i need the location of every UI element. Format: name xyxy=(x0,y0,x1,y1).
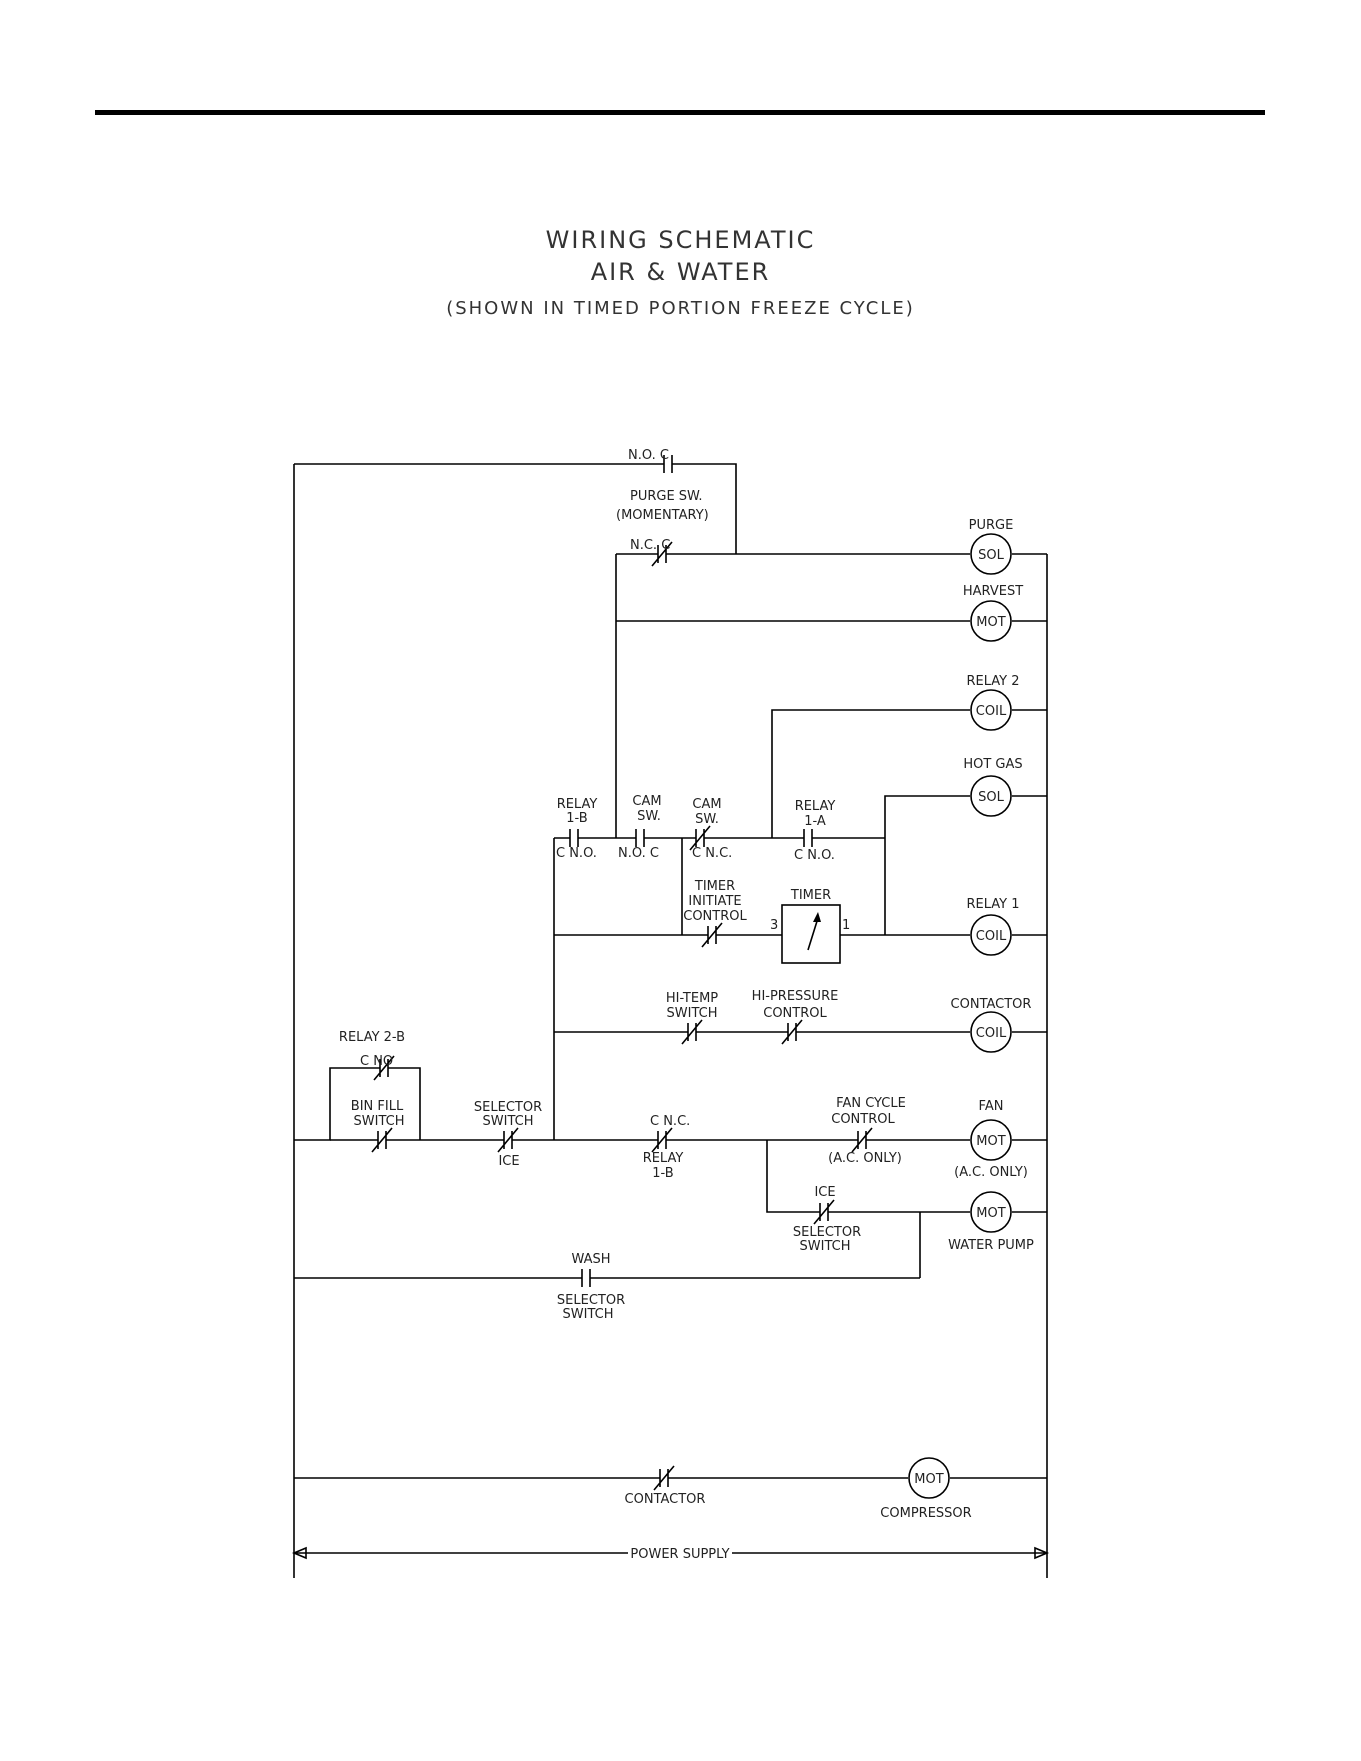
lbl-purge-sw: PURGE SW. xyxy=(630,489,703,504)
sym-relay1: COIL xyxy=(976,929,1007,944)
sym-compressor: MOT xyxy=(914,1472,943,1487)
lbl-cam-sw2: CAM xyxy=(692,797,721,812)
lbl-power-supply: POWER SUPPLY xyxy=(630,1547,729,1562)
lbl-sel-sw2: SWITCH xyxy=(483,1114,534,1129)
lbl-cam-sw1-contacts: N.O. C xyxy=(618,846,659,861)
lbl-nc-c: N.C. C xyxy=(630,538,670,553)
lbl-hot-gas: HOT GAS xyxy=(963,757,1022,772)
fan-mot-icon xyxy=(970,1119,1012,1161)
lbl-fan-cycle1: FAN CYCLE xyxy=(836,1096,906,1111)
sym-hotgas: SOL xyxy=(978,790,1004,805)
labels: N.O. C PURGE SW. (MOMENTARY) N.C. C PURG… xyxy=(339,448,1034,1562)
lbl-ice-sel2: SELECTOR xyxy=(793,1225,861,1240)
lbl-wash2: SELECTOR xyxy=(557,1293,625,1308)
lbl-relay1b-contacts: C N.O. xyxy=(556,846,597,861)
schematic-note: (SHOWN IN TIMED PORTION FREEZE CYCLE) xyxy=(446,298,915,319)
sym-waterpump: MOT xyxy=(976,1206,1005,1221)
lbl-no-c-top: N.O. C xyxy=(628,448,669,463)
purge-sol-icon xyxy=(970,533,1012,575)
lbl-relay1b-top: RELAY xyxy=(557,797,598,812)
loads xyxy=(908,533,1012,1499)
lbl-sel-ice: ICE xyxy=(498,1154,519,1169)
hotgas-sol-icon xyxy=(970,775,1012,817)
sym-purge: SOL xyxy=(978,548,1004,563)
waterpump-mot-icon xyxy=(970,1191,1012,1233)
lbl-timer: TIMER xyxy=(790,888,831,903)
lbl-cam-sw1: CAM xyxy=(632,794,661,809)
sym-fan: MOT xyxy=(976,1134,1005,1149)
lbl-hi-press1: HI-PRESSURE xyxy=(752,989,839,1004)
lbl-purge: PURGE xyxy=(969,518,1014,533)
lbl-momentary: (MOMENTARY) xyxy=(616,508,709,523)
wires xyxy=(291,463,1050,1578)
lbl-hi-temp1: HI-TEMP xyxy=(666,991,718,1006)
schematic-title: WIRING SCHEMATIC xyxy=(545,226,816,254)
schematic-subtitle: AIR & WATER xyxy=(590,258,771,286)
lbl-contactor: CONTACTOR xyxy=(951,997,1032,1012)
harvest-mot-icon xyxy=(970,600,1012,642)
compressor-mot-icon xyxy=(908,1457,950,1499)
lbl-fan: FAN xyxy=(979,1099,1004,1114)
lbl-cam-sw1b: SW. xyxy=(637,809,661,824)
lbl-relay2b: RELAY 2-B xyxy=(339,1030,405,1045)
sym-harvest: MOT xyxy=(976,615,1005,630)
lbl-relay1a: RELAY xyxy=(795,799,836,814)
lbl-ice-sel1: ICE xyxy=(814,1185,835,1200)
lbl-fan-cycle2: CONTROL xyxy=(831,1112,895,1127)
lbl-timer-initiate1: TIMER xyxy=(694,879,735,894)
lbl-relay2: RELAY 2 xyxy=(966,674,1019,689)
relay1-coil-icon xyxy=(970,914,1012,956)
lbl-cam-sw2b: SW. xyxy=(695,812,719,827)
contacts xyxy=(371,455,873,1491)
lbl-relay1b-low-contacts: C N.C. xyxy=(650,1114,690,1129)
lbl-bin-fill2: SWITCH xyxy=(354,1114,405,1129)
lbl-sel-sw1: SELECTOR xyxy=(474,1100,542,1115)
lbl-compressor: COMPRESSOR xyxy=(880,1506,971,1521)
top-rule xyxy=(95,110,1265,115)
relay2-coil-icon xyxy=(970,689,1012,731)
lbl-relay1a-contacts: C N.O. xyxy=(794,848,835,863)
sym-contactor: COIL xyxy=(976,1026,1007,1041)
contactor-coil-icon xyxy=(970,1011,1012,1053)
lbl-timer-pin3: 3 xyxy=(770,918,778,933)
lbl-relay2b-contacts: C NO xyxy=(360,1054,393,1069)
lbl-contactor-sw: CONTACTOR xyxy=(625,1492,706,1507)
sym-relay2: COIL xyxy=(976,704,1007,719)
lbl-fan-cycle3: (A.C. ONLY) xyxy=(828,1151,902,1166)
lbl-timer-pin1: 1 xyxy=(842,918,850,933)
lbl-bin-fill1: BIN FILL xyxy=(351,1099,404,1114)
lbl-wash1: WASH xyxy=(571,1252,610,1267)
lbl-cam-sw2-contacts: C N.C. xyxy=(692,846,732,861)
lbl-wash3: SWITCH xyxy=(563,1307,614,1322)
lbl-relay1b-low2: 1-B xyxy=(652,1166,673,1181)
timer-box xyxy=(781,904,841,964)
lbl-relay1b-top2: 1-B xyxy=(566,811,587,826)
lbl-relay1: RELAY 1 xyxy=(966,897,1019,912)
lbl-fan-ac-only: (A.C. ONLY) xyxy=(954,1165,1028,1180)
lbl-relay1a-2: 1-A xyxy=(804,814,826,829)
load-symbols: SOL MOT COIL SOL COIL COIL MOT MOT MOT xyxy=(914,548,1007,1487)
lbl-hi-temp2: SWITCH xyxy=(667,1006,718,1021)
lbl-ice-sel3: SWITCH xyxy=(800,1239,851,1254)
lbl-timer-initiate3: CONTROL xyxy=(683,909,747,924)
lbl-relay1b-low1: RELAY xyxy=(643,1151,684,1166)
lbl-harvest: HARVEST xyxy=(963,584,1023,599)
lbl-hi-press2: CONTROL xyxy=(763,1006,827,1021)
lbl-water-pump: WATER PUMP xyxy=(948,1238,1034,1253)
lbl-timer-initiate2: INITIATE xyxy=(688,894,741,909)
